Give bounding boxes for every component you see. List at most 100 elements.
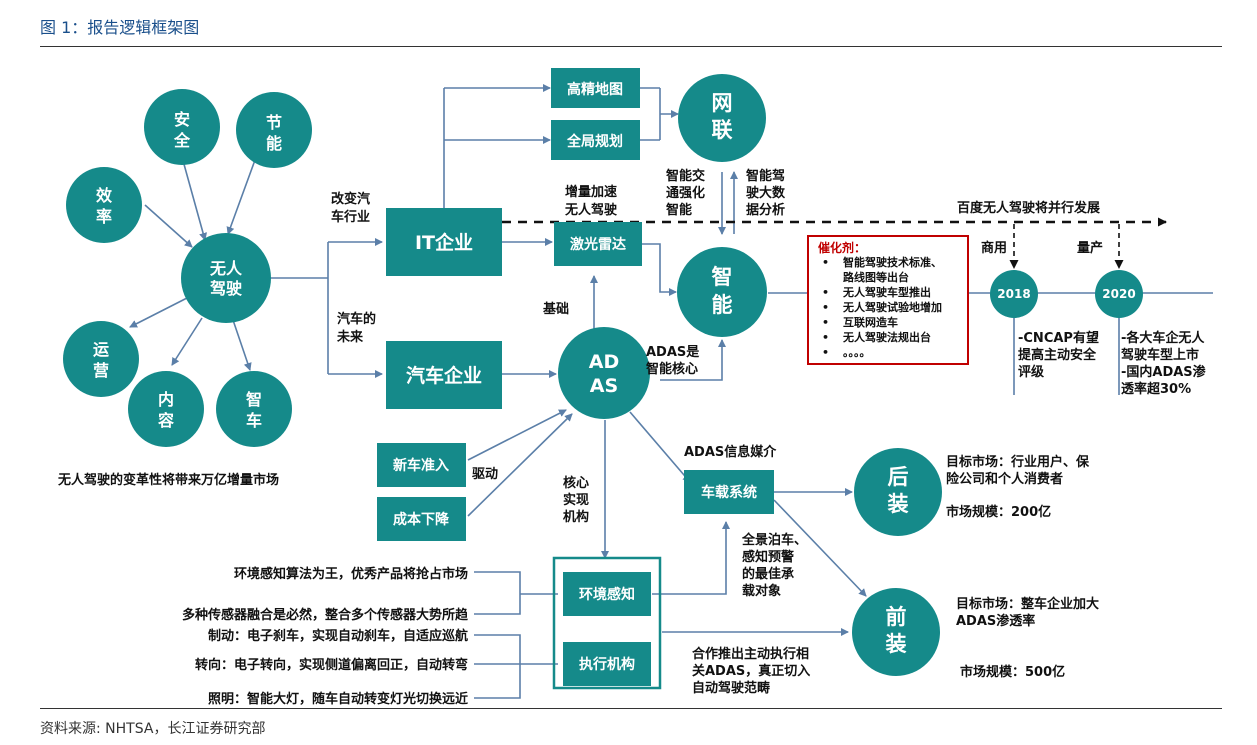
svg-text:后: 后 — [888, 465, 909, 489]
svg-text:•: • — [822, 331, 829, 344]
adas-node: AD AS — [558, 327, 650, 419]
svg-text:据分析: 据分析 — [746, 202, 785, 218]
svg-text:无人驾驶试验地增加: 无人驾驶试验地增加 — [842, 300, 942, 314]
svg-text:照明：智能大灯，随车自动转变灯光切换远近: 照明：智能大灯，随车自动转变灯光切换远近 — [208, 691, 468, 707]
svg-text:百度无人驾驶将并行发展: 百度无人驾驶将并行发展 — [957, 200, 1101, 216]
svg-text:多种传感器融合是必然，整合多个传感器大势所趋: 多种传感器融合是必然，整合多个传感器大势所趋 — [182, 607, 469, 623]
svg-text:通强化: 通强化 — [666, 185, 705, 201]
svg-text:未来: 未来 — [336, 329, 364, 345]
smart-car-node: 智 车 — [216, 371, 292, 447]
svg-text:险公司和个人消费者: 险公司和个人消费者 — [946, 471, 1063, 487]
svg-text:-CNCAP有望: -CNCAP有望 — [1018, 330, 1099, 346]
auto-company-box: 汽车企业 — [386, 341, 502, 409]
svg-text:感知预警: 感知预警 — [742, 549, 794, 565]
svg-text:关ADAS，真正切入: 关ADAS，真正切入 — [692, 663, 810, 679]
svg-text:执行机构: 执行机构 — [579, 656, 635, 673]
svg-text:-国内ADAS渗: -国内ADAS渗 — [1121, 364, 1207, 380]
svg-text:目标市场：整车企业加大: 目标市场：整车企业加大 — [956, 596, 1099, 612]
svg-text:无人驾驶: 无人驾驶 — [564, 202, 617, 218]
svg-text:高精地图: 高精地图 — [567, 81, 623, 98]
energy-saving-node: 节 能 — [236, 92, 312, 168]
header-rule — [40, 46, 1222, 47]
svg-text:提高主动安全: 提高主动安全 — [1018, 347, 1097, 363]
svg-text:载对象: 载对象 — [742, 583, 781, 599]
figure-title: 图 1：报告逻辑框架图 — [40, 18, 200, 37]
svg-text:联: 联 — [712, 118, 733, 142]
svg-text:智能驾驶技术标准、: 智能驾驶技术标准、 — [843, 255, 942, 269]
svg-text:前: 前 — [886, 605, 907, 629]
svg-text:ADAS是: ADAS是 — [646, 345, 700, 360]
svg-text:•: • — [822, 301, 829, 314]
svg-text:评级: 评级 — [1018, 364, 1045, 380]
svg-text:智能交: 智能交 — [666, 168, 705, 184]
safety-node: 安 全 — [144, 89, 220, 165]
market-notes: 目标市场：行业用户、保 险公司和个人消费者 市场规模：200亿 目标市场：整车企… — [946, 454, 1099, 680]
svg-text:容: 容 — [157, 411, 174, 430]
svg-text:全局规划: 全局规划 — [566, 133, 623, 150]
svg-text:。。。。: 。。。。 — [843, 346, 871, 359]
svg-text:车: 车 — [246, 411, 262, 430]
svg-text:智: 智 — [246, 390, 262, 409]
svg-text:营: 营 — [93, 361, 109, 380]
svg-text:汽车企业: 汽车企业 — [406, 364, 482, 387]
svg-text:智: 智 — [712, 265, 733, 289]
footer-rule — [40, 708, 1222, 709]
year-2018-node: 2018 — [990, 270, 1038, 318]
svg-text:机构: 机构 — [563, 509, 589, 525]
svg-text:全景泊车、: 全景泊车、 — [741, 532, 807, 548]
svg-text:网: 网 — [712, 91, 733, 115]
flow-labels: 改变汽 车行业 汽车的 未来 增量加速 无人驾驶 基础 智能交 通强化 智能 智… — [182, 168, 1103, 707]
core-mechanism-frame — [552, 556, 662, 690]
svg-text:无人: 无人 — [209, 259, 243, 278]
hd-map-box: 高精地图 — [551, 68, 640, 108]
svg-text:2018: 2018 — [997, 287, 1030, 301]
svg-text:合作推出主动执行相: 合作推出主动执行相 — [692, 646, 809, 662]
operation-node: 运 营 — [63, 321, 139, 397]
cluster-caption: 无人驾驶的变革性将带来万亿增量市场 — [57, 472, 279, 488]
svg-text:制动：电子刹车，实现自动刹车，自适应巡航: 制动：电子刹车，实现自动刹车，自适应巡航 — [208, 628, 468, 644]
svg-text:路线图等出台: 路线图等出台 — [843, 270, 909, 284]
svg-text:2020: 2020 — [1102, 287, 1135, 301]
svg-text:•: • — [822, 316, 829, 329]
svg-text:商用: 商用 — [981, 240, 1007, 256]
svg-text:环境感知算法为王，优秀产品将抢占市场: 环境感知算法为王，优秀产品将抢占市场 — [234, 566, 468, 582]
svg-text:车行业: 车行业 — [331, 209, 370, 225]
in-vehicle-system-box: 车载系统 — [684, 470, 774, 514]
svg-text:实现: 实现 — [563, 492, 589, 508]
svg-text:内: 内 — [158, 390, 174, 409]
svg-text:AD: AD — [589, 351, 619, 373]
it-company-box: IT企业 — [386, 208, 502, 276]
svg-text:能: 能 — [712, 293, 733, 317]
source-note: 资料来源: NHTSA，长江证券研究部 — [40, 721, 266, 737]
svg-text:全: 全 — [173, 131, 191, 150]
svg-text:装: 装 — [888, 492, 909, 516]
svg-text:智能驾: 智能驾 — [746, 168, 785, 184]
svg-text:激光雷达: 激光雷达 — [570, 236, 626, 253]
svg-text:•: • — [822, 346, 829, 359]
svg-text:安: 安 — [174, 110, 190, 129]
svg-text:的最佳承: 的最佳承 — [742, 566, 794, 582]
autonomous-driving-node: 无人 驾驶 — [181, 233, 271, 323]
svg-text:透率超30%: 透率超30% — [1121, 381, 1191, 397]
catalyst-box: 催化剂： • 智能驾驶技术标准、 路线图等出台 • 无人驾驶车型推出 • 无人驾… — [807, 235, 969, 365]
environment-sensing-box: 环境感知 — [563, 572, 651, 616]
actuator-box: 执行机构 — [563, 642, 651, 686]
svg-text:新车准入: 新车准入 — [393, 457, 449, 474]
svg-text:能: 能 — [266, 134, 282, 153]
svg-text:汽车的: 汽车的 — [337, 311, 376, 327]
svg-text:ADAS信息媒介: ADAS信息媒介 — [684, 444, 777, 460]
svg-text:驾驶车型上市: 驾驶车型上市 — [1121, 347, 1199, 363]
svg-text:成本下降: 成本下降 — [393, 511, 450, 528]
svg-text:驾驶: 驾驶 — [209, 279, 242, 298]
svg-text:•: • — [822, 256, 829, 269]
svg-text:ADAS渗透率: ADAS渗透率 — [956, 613, 1035, 629]
global-planning-box: 全局规划 — [551, 120, 640, 160]
content-node: 内 容 — [128, 371, 204, 447]
svg-text:节: 节 — [266, 113, 282, 132]
aftermarket-node: 后 装 — [854, 448, 942, 536]
svg-text:-各大车企无人: -各大车企无人 — [1121, 330, 1205, 346]
svg-text:自动驾驶范畴: 自动驾驶范畴 — [692, 680, 770, 696]
svg-text:基础: 基础 — [542, 301, 569, 317]
svg-text:智能: 智能 — [666, 202, 692, 218]
